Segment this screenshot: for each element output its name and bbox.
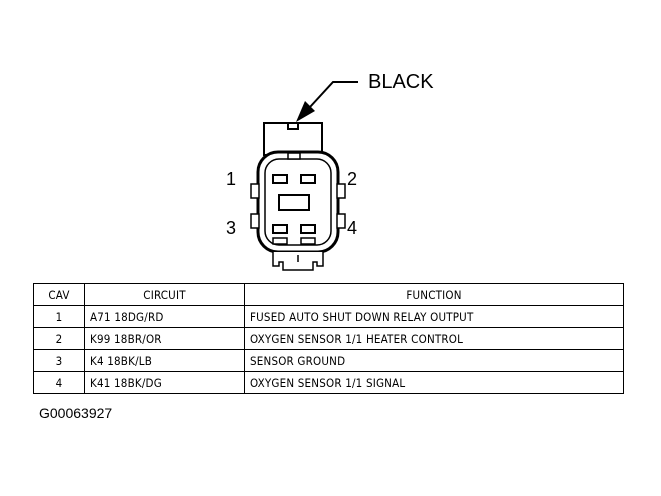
cavity-1: [272, 174, 288, 184]
pinout-table: CAV CIRCUIT FUNCTION 1 A71 18DG/RD FUSED…: [33, 283, 624, 394]
cavity-4: [300, 224, 316, 234]
table-row: 2 K99 18BR/OR OXYGEN SENSOR 1/1 HEATER C…: [33, 327, 624, 350]
row-function: OXYGEN SENSOR 1/1 SIGNAL: [244, 371, 624, 394]
header-function: FUNCTION: [244, 283, 624, 306]
cavities: [272, 174, 316, 245]
connector-diagram: [250, 81, 358, 271]
row-cav: 3: [33, 349, 85, 372]
row-function: SENSOR GROUND: [244, 349, 624, 372]
cavity-3: [272, 224, 288, 234]
row-cav: 4: [33, 371, 85, 394]
pin-label-2: 2: [347, 169, 358, 189]
header-cav: CAV: [33, 283, 85, 306]
connector-latch: [263, 122, 323, 156]
table-header-row: CAV CIRCUIT FUNCTION: [33, 283, 624, 306]
row-function: OXYGEN SENSOR 1/1 HEATER CONTROL: [244, 327, 624, 350]
pin-label-4: 4: [347, 218, 358, 238]
center-cavity: [278, 194, 310, 211]
cavity-2: [300, 174, 316, 184]
row-circuit: A71 18DG/RD: [84, 305, 245, 328]
table-row: 1 A71 18DG/RD FUSED AUTO SHUT DOWN RELAY…: [33, 305, 624, 328]
row-cav: 1: [33, 305, 85, 328]
pin-label-1: 1: [226, 169, 237, 189]
table-row: 4 K41 18BK/DG OXYGEN SENSOR 1/1 SIGNAL: [33, 371, 624, 394]
row-function: FUSED AUTO SHUT DOWN RELAY OUTPUT: [244, 305, 624, 328]
header-circuit: CIRCUIT: [84, 283, 245, 306]
connector-color-label: BLACK: [368, 71, 434, 93]
pin-label-3: 3: [226, 218, 237, 238]
table-row: 3 K4 18BK/LB SENSOR GROUND: [33, 349, 624, 372]
figure-id: G00063927: [39, 405, 113, 421]
row-circuit: K41 18BK/DG: [84, 371, 245, 394]
row-cav: 2: [33, 327, 85, 350]
callout-leader: [296, 81, 358, 122]
row-circuit: K99 18BR/OR: [84, 327, 245, 350]
row-circuit: K4 18BK/LB: [84, 349, 245, 372]
